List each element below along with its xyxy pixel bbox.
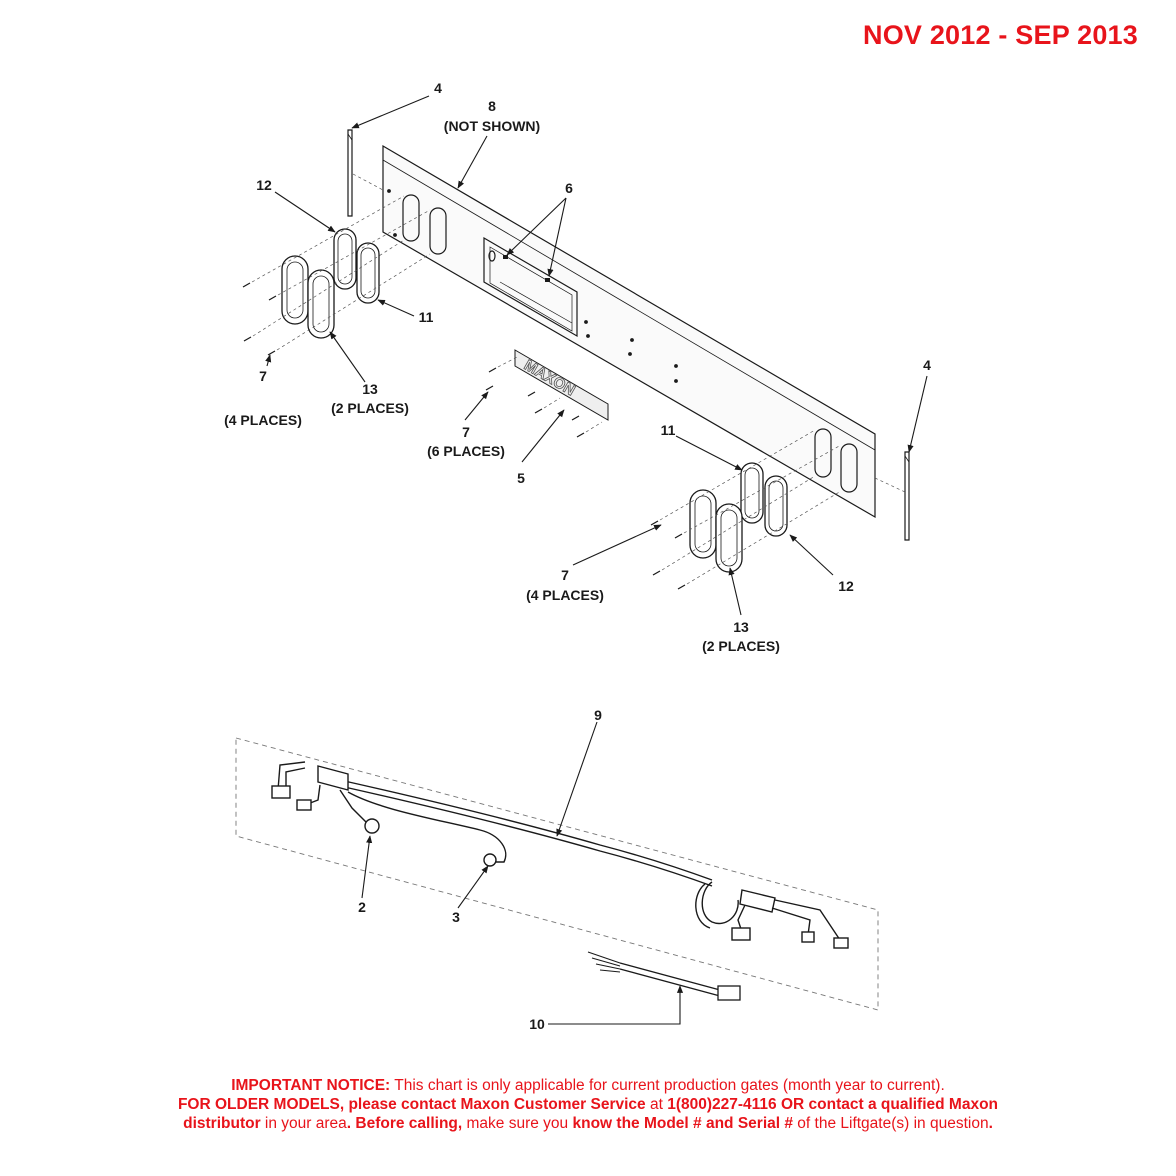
- notice-text-1: This chart is only applicable for curren…: [390, 1077, 945, 1094]
- callout-7-right: 7: [561, 567, 569, 583]
- callout-7-mid: 7: [462, 424, 470, 440]
- callout-7-left: 7: [259, 368, 267, 384]
- callout-8: 8: [488, 98, 496, 114]
- callout-3: 3: [452, 909, 460, 925]
- callout-7-mid-note: (6 PLACES): [427, 443, 505, 459]
- right-light-rings: [689, 462, 788, 573]
- callout-4-top: 4: [434, 80, 442, 96]
- callout-9: 9: [594, 707, 602, 723]
- callout-7-right-note: (4 PLACES): [526, 587, 604, 603]
- maxon-logo: MAXON: [521, 357, 578, 400]
- leader-arrows-top: [265, 95, 928, 616]
- notice-distributor: distributor: [183, 1115, 261, 1132]
- callout-11-left: 11: [419, 309, 434, 325]
- callout-12-left: 12: [256, 177, 272, 193]
- notice-text-5: of the Liftgate(s) in question: [792, 1115, 989, 1132]
- important-notice: IMPORTANT NOTICE: This chart is only app…: [0, 1076, 1176, 1133]
- maxon-logo-plate: MAXON: [514, 349, 609, 421]
- notice-heading: IMPORTANT NOTICE:: [231, 1077, 391, 1094]
- item-4-strip-right: [904, 451, 910, 541]
- item-7-screws: [242, 282, 686, 590]
- date-range-header: NOV 2012 - SEP 2013: [863, 20, 1138, 50]
- light-panel: [382, 144, 876, 519]
- callout-2: 2: [358, 899, 366, 915]
- notice-line-2: FOR OLDER MODELS, please contact Maxon C…: [0, 1095, 1176, 1114]
- left-light-rings: [281, 228, 380, 339]
- notice-period: .: [988, 1115, 993, 1132]
- notice-line-1: IMPORTANT NOTICE: This chart is only app…: [0, 1076, 1176, 1095]
- notice-text-4: make sure you: [462, 1115, 573, 1132]
- callout-13-left-note: (2 PLACES): [331, 400, 409, 416]
- callout-13-right: 13: [733, 619, 749, 635]
- item-4-strip-left: [347, 129, 353, 217]
- notice-before-calling: . Before calling,: [346, 1115, 463, 1132]
- item-6-fasteners: [503, 255, 550, 282]
- callout-10: 10: [529, 1016, 545, 1032]
- item-9-wire-harness: [271, 761, 849, 949]
- callout-6: 6: [565, 180, 573, 196]
- callout-7-left-note: (4 PLACES): [224, 412, 302, 428]
- leader-arrows-bottom: [361, 721, 684, 1025]
- notice-text-3: in your area: [260, 1115, 347, 1132]
- notice-text-2: at: [645, 1096, 668, 1113]
- notice-line-3: distributor in your area. Before calling…: [0, 1114, 1176, 1133]
- item-10-pigtail: [587, 951, 741, 1001]
- notice-older-models: FOR OLDER MODELS, please contact Maxon C…: [177, 1096, 646, 1113]
- notice-phone: 1(800)227-4116 OR contact a qualified Ma…: [667, 1096, 999, 1113]
- notice-model-serial: know the Model # and Serial #: [572, 1115, 793, 1132]
- callout-13-left: 13: [362, 381, 378, 397]
- callout-5: 5: [517, 470, 525, 486]
- projection-lines: [251, 173, 906, 585]
- callout-8-note: (NOT SHOWN): [444, 118, 540, 134]
- callout-13-right-note: (2 PLACES): [702, 638, 780, 654]
- harness-boundary: [235, 737, 879, 1011]
- callout-11-right: 11: [661, 422, 676, 438]
- callouts-top: 4 8 (NOT SHOWN) 6 12 11 7 (4 PLACES) 13 …: [224, 80, 931, 654]
- callout-4-right: 4: [923, 357, 931, 373]
- callout-12-right: 12: [838, 578, 854, 594]
- callouts-bottom: 9 2 3 10: [358, 707, 602, 1032]
